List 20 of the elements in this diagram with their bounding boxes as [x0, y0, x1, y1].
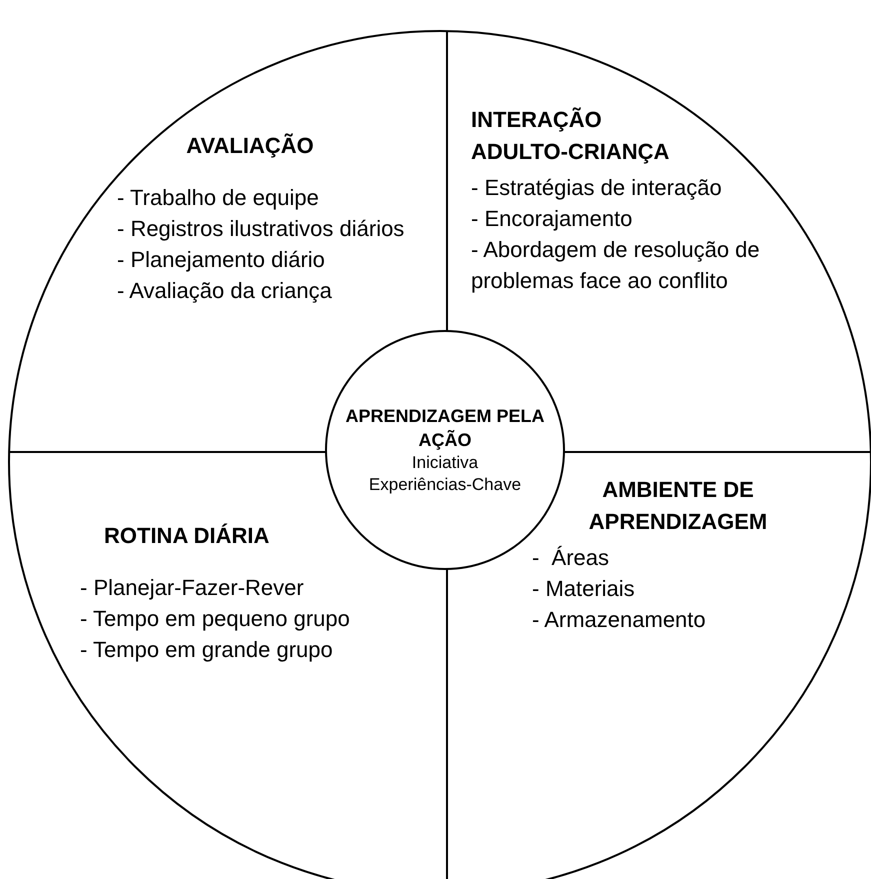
center-text: Experiências-Chave — [368, 474, 522, 496]
list-item: - Tempo em grande grupo — [80, 636, 334, 664]
list-item: - Planejamento diário — [117, 246, 326, 274]
list-item: - Avaliação da criança — [117, 277, 333, 305]
list-item: - Abordagem de resolução de problemas face ao conflito — [471, 236, 761, 295]
list-item: - Áreas — [532, 544, 610, 572]
section-heading: INTERAÇÃO ADULTO-CRIANÇA — [471, 106, 670, 166]
list-item: - Materiais — [532, 575, 636, 603]
list-item: - Armazenamento — [532, 606, 707, 634]
section-heading: AMBIENTE DE APRENDIZAGEM — [588, 476, 768, 536]
list-item: - Estratégias de interação — [471, 174, 723, 202]
center-heading: APRENDIZAGEM PELA AÇÃO — [345, 405, 545, 452]
section-heading: ROTINA DIÁRIA — [103, 522, 270, 550]
list-item: - Encorajamento — [471, 205, 634, 233]
section-heading: AVALIAÇÃO — [185, 132, 315, 160]
list-item: - Registros ilustrativos diários — [117, 215, 406, 243]
list-item: - Planejar-Fazer-Rever — [80, 574, 305, 602]
list-item: - Trabalho de equipe — [117, 184, 320, 212]
list-item: - Tempo em pequeno grupo — [80, 605, 351, 633]
center-text: Iniciativa — [412, 452, 478, 474]
